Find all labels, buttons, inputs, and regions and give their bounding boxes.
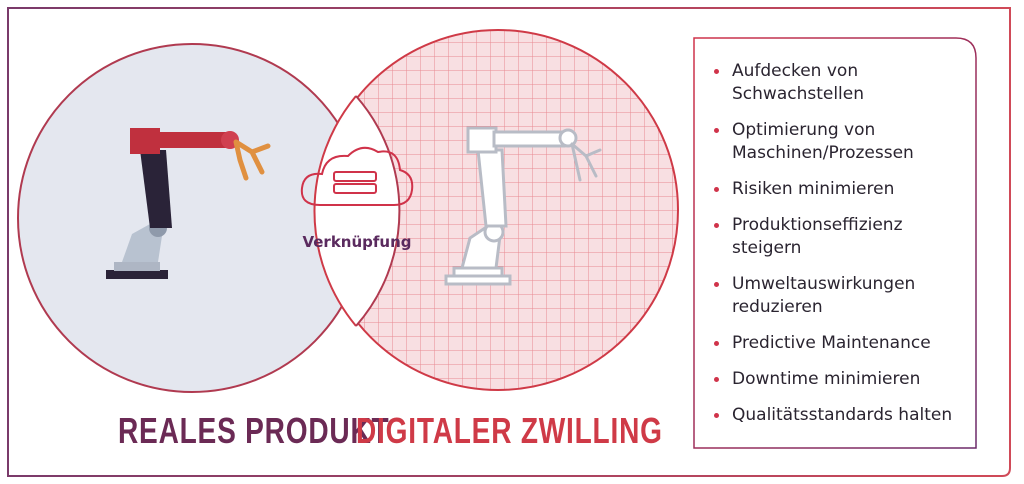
- benefit-item: Umweltauswirkungen reduzieren: [710, 273, 976, 319]
- intersection-label: Verknüpfung: [302, 233, 412, 251]
- digital-twin-label: DIGITALER ZWILLING: [356, 410, 663, 451]
- real-product-label: REALES PRODUKT: [118, 410, 390, 451]
- bullet-icon: [714, 128, 719, 133]
- benefit-item: Optimierung von Maschinen/Prozessen: [710, 119, 976, 165]
- benefit-text: Risiken minimieren: [732, 179, 895, 199]
- benefit-text: Qualitätsstandards halten: [732, 405, 953, 425]
- bullet-icon: [714, 377, 719, 382]
- benefit-item: Aufdecken von Schwachstellen: [710, 60, 976, 106]
- bullet-icon: [714, 187, 719, 192]
- benefit-text: Produktionseffizienz steigern: [732, 215, 903, 258]
- benefit-text: Predictive Maintenance: [732, 333, 931, 353]
- real-robot-arm-icon: [106, 128, 271, 279]
- bullet-icon: [714, 282, 719, 287]
- benefit-text: Downtime minimieren: [732, 369, 921, 389]
- benefit-item: Predictive Maintenance: [710, 332, 976, 355]
- cloud-database-icon: [300, 146, 414, 206]
- bullet-icon: [714, 223, 719, 228]
- digital-robot-arm-icon: [444, 126, 602, 286]
- bullet-icon: [714, 341, 719, 346]
- bullet-icon: [714, 69, 719, 74]
- bullet-icon: [714, 413, 719, 418]
- benefit-item: Downtime minimieren: [710, 368, 976, 391]
- benefit-text: Optimierung von Maschinen/Prozessen: [732, 120, 914, 163]
- benefit-text: Aufdecken von Schwachstellen: [732, 61, 865, 104]
- benefit-item: Produktionseffizienz steigern: [710, 214, 976, 260]
- benefit-item: Qualitätsstandards halten: [710, 404, 976, 427]
- benefit-text: Umweltauswirkungen reduzieren: [732, 274, 916, 317]
- benefit-item: Risiken minimieren: [710, 178, 976, 201]
- intersection-lens: [313, 95, 401, 327]
